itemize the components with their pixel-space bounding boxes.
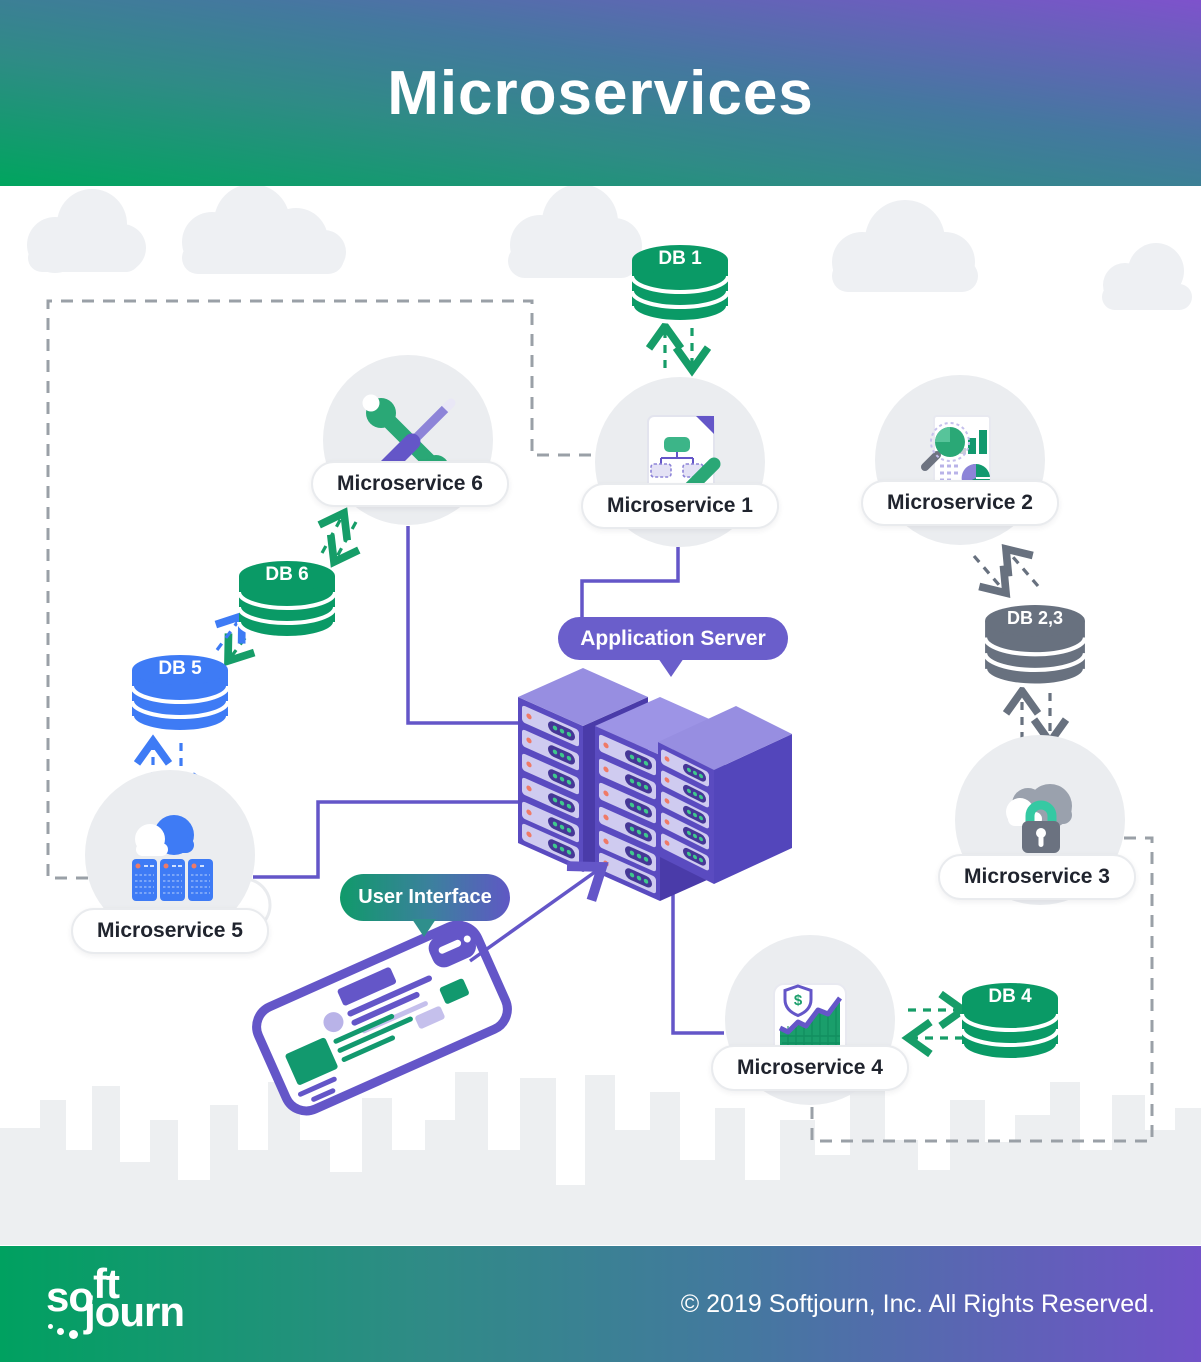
dashed-boundary-lines bbox=[46, 299, 1154, 1143]
database-cylinder-icon bbox=[237, 561, 337, 640]
database-db23: DB 2,3 bbox=[983, 604, 1087, 699]
cloud bbox=[508, 184, 642, 278]
logo-journ: journ bbox=[84, 1287, 185, 1335]
cloud bbox=[27, 189, 146, 273]
connector-ui-server-arrow bbox=[468, 867, 602, 963]
application-server-label: Application Server bbox=[580, 626, 766, 650]
cloud bbox=[182, 184, 346, 274]
cloud bbox=[1102, 243, 1192, 310]
analytics-report-magnifier-icon bbox=[921, 415, 991, 501]
database-label: DB 5 bbox=[158, 658, 202, 679]
finance-growth-chart-icon: $ bbox=[773, 983, 847, 1057]
database-cylinder-icon bbox=[130, 655, 230, 734]
connector-ms5-server bbox=[253, 800, 558, 879]
secure-cloud-lock-icon bbox=[1006, 784, 1072, 853]
database-label: DB 4 bbox=[988, 986, 1032, 1007]
copyright-text: © 2019 Softjourn, Inc. All Rights Reserv… bbox=[680, 1289, 1155, 1318]
page-title: Microservices bbox=[387, 58, 814, 128]
database-cylinder-icon bbox=[630, 245, 730, 324]
label-microservice-5: Microservice 5 bbox=[71, 908, 269, 954]
database-db5: DB 5 bbox=[130, 654, 230, 745]
smartphone-illustration bbox=[252, 920, 512, 1116]
database-db4: DB 4 bbox=[960, 982, 1060, 1073]
connector-ms1-server bbox=[580, 547, 680, 632]
dashed-boundary-left bbox=[46, 299, 595, 880]
database-label: DB 6 bbox=[265, 564, 309, 585]
label-microservice-1: Microservice 1 bbox=[581, 483, 779, 529]
connector-ms6-server bbox=[406, 526, 540, 725]
solid-connectors bbox=[253, 526, 724, 1035]
softjourn-logo: soft journ bbox=[46, 1262, 185, 1339]
database-cylinder-icon bbox=[960, 983, 1060, 1062]
logo-dot bbox=[69, 1329, 78, 1339]
user-interface-label: User Interface bbox=[358, 886, 492, 908]
application-server-bubble: Application Server bbox=[558, 617, 788, 677]
database-db1: DB 1 bbox=[630, 244, 730, 335]
label-microservice-4: Microservice 4 bbox=[711, 1045, 909, 1091]
label-microservice-2: Microservice 2 bbox=[861, 480, 1059, 526]
footer-band: soft journ © 2019 Softjourn, Inc. All Ri… bbox=[0, 1246, 1201, 1362]
label-microservice-6: Microservice 6 bbox=[311, 461, 509, 507]
background-clouds bbox=[27, 184, 1192, 310]
city-skyline bbox=[0, 1072, 1201, 1245]
header-band: Microservices bbox=[0, 0, 1201, 186]
connector-server-ms4 bbox=[671, 870, 724, 1035]
database-label: DB 1 bbox=[658, 248, 702, 269]
database-cylinder-icon bbox=[983, 605, 1087, 688]
application-server-illustration bbox=[518, 668, 792, 901]
cloud bbox=[832, 200, 978, 292]
logo-ft: ft bbox=[93, 1259, 120, 1307]
label-microservice-3: Microservice 3 bbox=[938, 854, 1136, 900]
dashed-boundary-right bbox=[810, 836, 1154, 1143]
cloud-servers-icon bbox=[132, 815, 213, 901]
user-interface-bubble: User Interface bbox=[340, 874, 510, 937]
logo-dot bbox=[48, 1323, 53, 1329]
database-label: DB 2,3 bbox=[1006, 608, 1064, 628]
database-db6: DB 6 bbox=[237, 560, 337, 651]
logo-so: so bbox=[46, 1272, 94, 1320]
logo-dot bbox=[57, 1327, 64, 1335]
tools-wrench-screwdriver-icon bbox=[362, 394, 456, 481]
svg-text:$: $ bbox=[794, 992, 803, 1009]
